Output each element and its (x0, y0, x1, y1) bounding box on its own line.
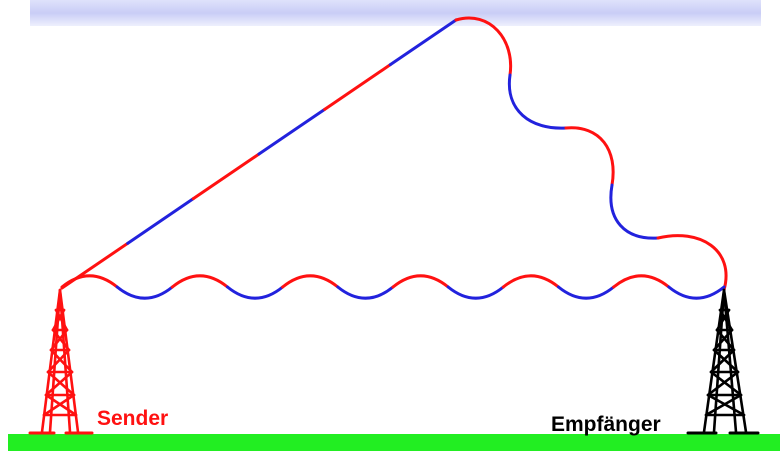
ground-wave (60, 274, 726, 300)
transmitter-label: Sender (97, 407, 168, 430)
receiver-tower (686, 288, 760, 435)
receiver-label: Empfänger (551, 413, 661, 436)
transmitter-tower (28, 288, 94, 435)
ionosphere-band (30, 0, 761, 26)
sky-wave (60, 16, 728, 292)
ground-strip (8, 434, 780, 451)
